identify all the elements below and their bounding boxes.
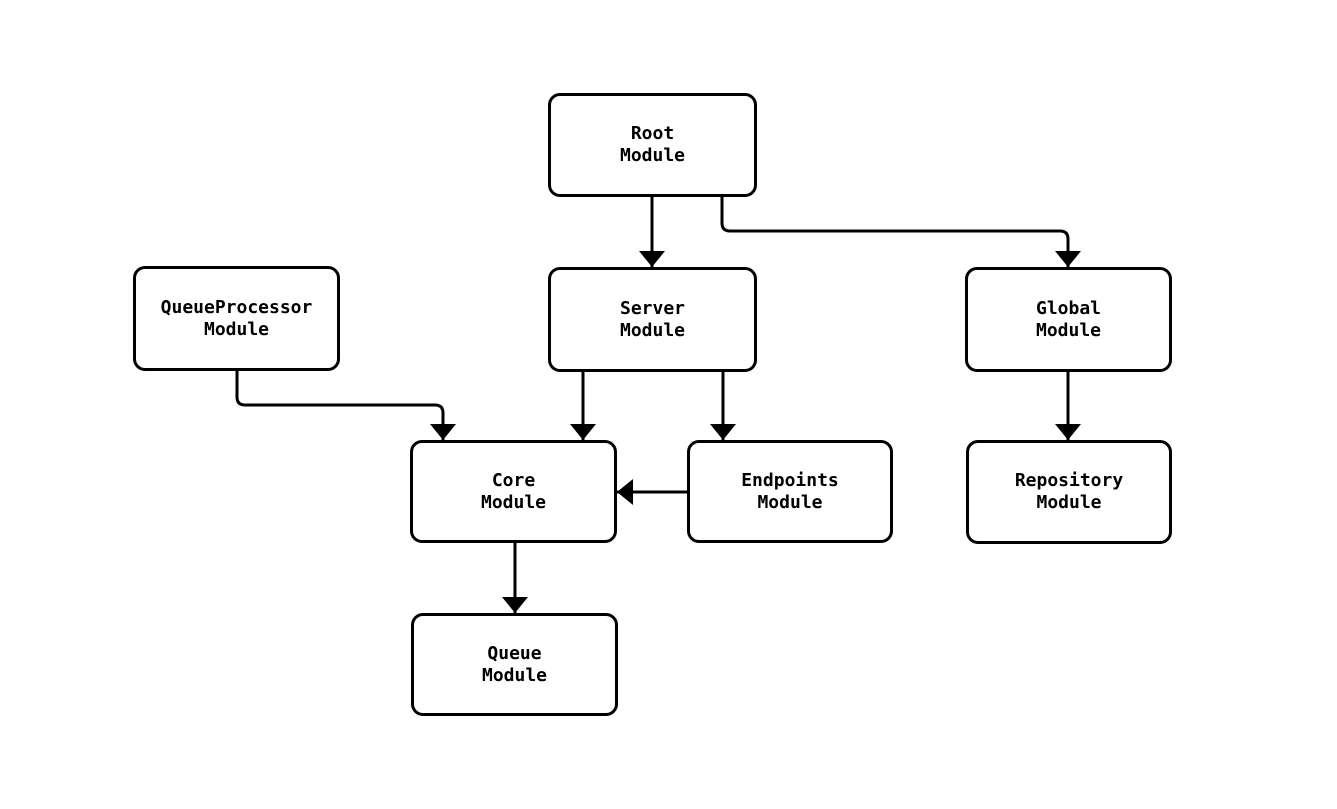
arrowhead-icon	[639, 251, 665, 267]
node-queueprocessor-module: QueueProcessor Module	[133, 266, 340, 371]
arrowhead-icon	[430, 424, 456, 440]
node-label: Repository Module	[1014, 470, 1124, 513]
node-repository-module: Repository Module	[966, 440, 1172, 544]
node-queue-module: Queue Module	[411, 613, 618, 716]
node-label: Core Module	[480, 469, 547, 513]
node-core-module: Core Module	[410, 440, 617, 543]
node-label: Queue Module	[481, 642, 548, 686]
edge-core-to-queue	[502, 543, 528, 613]
node-label: QueueProcessor Module	[160, 296, 313, 340]
node-global-module: Global Module	[965, 267, 1172, 372]
edge-server-to-core	[570, 372, 596, 440]
node-label: Server Module	[619, 297, 686, 341]
arrowhead-icon	[502, 597, 528, 613]
node-label: Endpoints Module	[741, 469, 839, 513]
edge-server-to-endpoints	[710, 372, 736, 440]
edge-global-to-repository	[1055, 372, 1081, 440]
node-server-module: Server Module	[548, 267, 757, 372]
node-label: Global Module	[1035, 297, 1102, 341]
node-root-module: Root Module	[548, 93, 757, 197]
node-endpoints-module: Endpoints Module	[687, 440, 893, 543]
edge-line	[720, 197, 1070, 267]
edge-root-to-server	[639, 197, 665, 267]
edge-endpoints-to-core	[617, 479, 687, 505]
arrowhead-icon	[710, 424, 736, 440]
arrowhead-icon	[1055, 251, 1081, 267]
arrowhead-icon	[617, 479, 633, 505]
edge-line	[235, 371, 445, 440]
arrowhead-icon	[570, 424, 596, 440]
arrowhead-icon	[1055, 424, 1081, 440]
edge-queueprocessor-to-core	[235, 371, 456, 440]
edge-root-to-global	[720, 197, 1081, 267]
node-label: Root Module	[619, 123, 686, 166]
